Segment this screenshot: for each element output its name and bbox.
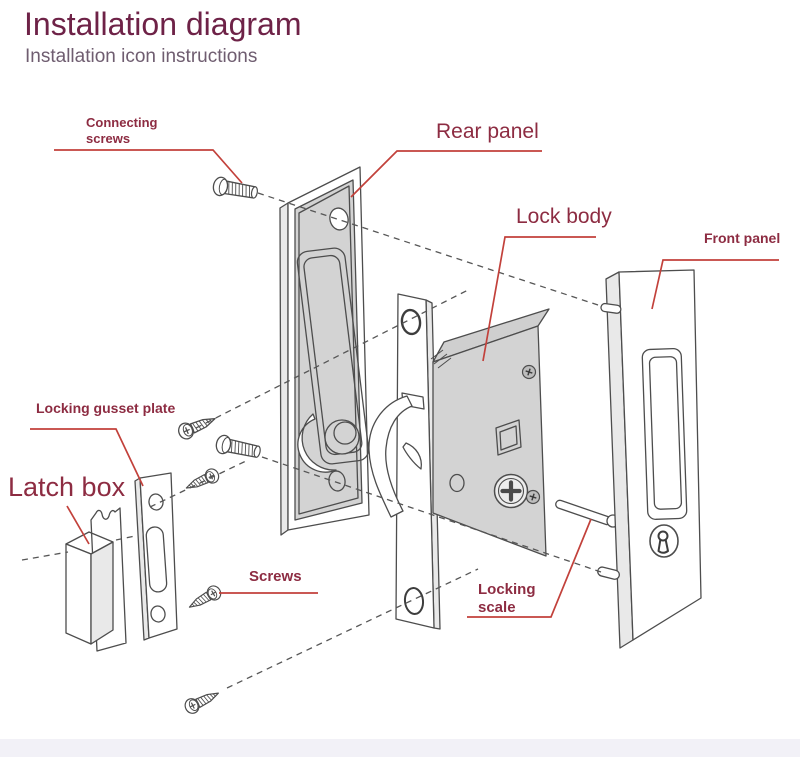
phillips-screw-head-icon (493, 473, 529, 509)
leader-lock-body (482, 236, 596, 362)
leader-latch-box (66, 505, 90, 545)
axis-upper-tapping-screw (195, 289, 469, 429)
rear-panel-part (279, 166, 370, 536)
latch-box-part (65, 507, 127, 652)
axis-top-screw (257, 192, 602, 307)
locking-gusset-plate-part (134, 472, 178, 641)
label-locking-gusset-plate: Locking gusset plate (36, 400, 176, 416)
axis-gusset-screw (149, 460, 247, 508)
leader-front-panel (651, 259, 779, 310)
hook-latch-part (368, 395, 422, 518)
leader-connecting-screws (54, 149, 243, 184)
axis-latch-box (21, 535, 136, 561)
axis-middle-screw (261, 456, 602, 573)
label-rear-panel: Rear panel (436, 120, 539, 143)
label-connecting-screws: Connecting screws (86, 115, 158, 146)
hook-tip (402, 442, 422, 470)
lock-body-part (430, 308, 550, 557)
label-locking-scale: Locking scale (478, 581, 536, 617)
front-panel-top-pin (600, 302, 622, 314)
tapping-screw-bottom (182, 685, 223, 717)
connecting-screw-middle (214, 433, 263, 462)
assembly-axis-lines (21, 192, 602, 689)
spindle-square-hole (495, 419, 522, 456)
corner-hatch (430, 349, 452, 369)
thumb-turn-knob (324, 419, 360, 455)
connecting-screw-top (211, 175, 260, 203)
leader-locking-scale (467, 518, 592, 618)
lock-body-screw-bottom (525, 489, 541, 505)
leader-rear-panel (350, 150, 542, 198)
label-front-panel: Front panel (704, 230, 781, 246)
thumb-turn-lever (297, 413, 337, 473)
front-panel-part (597, 269, 702, 649)
label-lock-body: Lock body (516, 205, 612, 228)
page-subtitle: Installation icon instructions (25, 46, 258, 67)
label-screws: Screws (249, 568, 302, 585)
tapping-screw-upper (175, 410, 219, 442)
bottom-band (0, 739, 800, 757)
axis-bottom-screw (226, 568, 479, 689)
locking-scale-part (555, 499, 620, 528)
tapping-screw-lower (185, 582, 224, 614)
leader-lines (30, 149, 779, 618)
label-latch-box: Latch box (8, 472, 126, 502)
lock-body-screw-top (521, 364, 537, 380)
keyhole-icon (649, 524, 679, 558)
page-title: Installation diagram (24, 6, 302, 42)
tapping-screw-left (182, 466, 222, 496)
leader-gusset-plate (30, 428, 144, 487)
